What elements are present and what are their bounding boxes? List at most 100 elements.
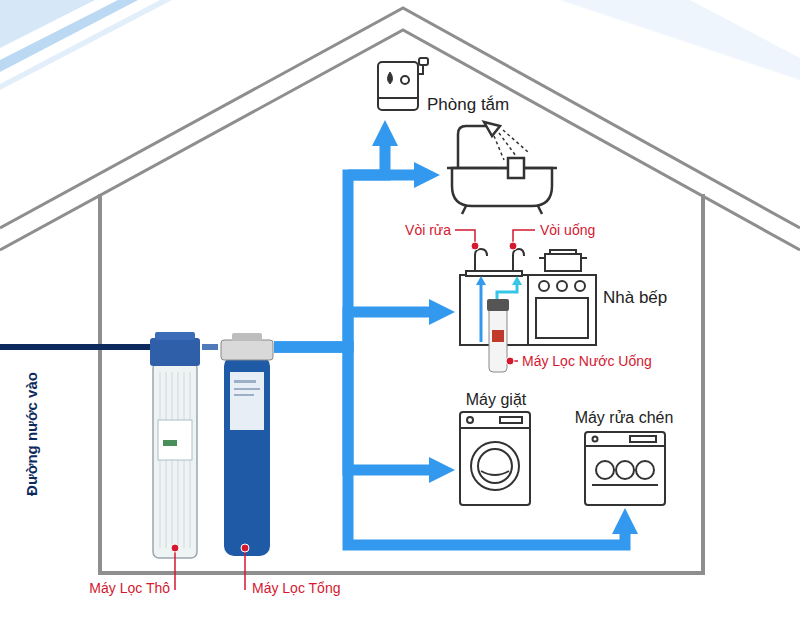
kitchen-counter: [550, 250, 576, 254]
whole-house-filter: [232, 333, 262, 341]
kitchen-counter: [513, 249, 524, 271]
washing-machine: [471, 442, 519, 490]
kitchen-counter: [539, 257, 545, 259]
water-pipe-arrow: [274, 347, 625, 545]
kitchen-pipe: [476, 276, 522, 342]
corner-stripes: [0, 0, 138, 72]
bathtub: [494, 130, 528, 160]
filter-unit: Máy Lọc Nước Uống: [482, 298, 680, 374]
washing-machine: [460, 412, 530, 505]
bathtub: [447, 122, 557, 214]
house-outline: [100, 194, 703, 573]
house-outline: [0, 8, 800, 228]
water-heater: [419, 58, 428, 65]
bath-branch-arrow: [414, 162, 440, 188]
sediment-filter: [150, 338, 200, 366]
sediment-filter: [153, 362, 197, 558]
filter-unit: Máy Lọc Thô: [148, 336, 202, 562]
node-label: Máy Lọc Thô: [89, 580, 170, 597]
dishwasher: [585, 445, 665, 447]
dishwasher: [593, 437, 598, 442]
leader-line: [244, 548, 246, 590]
leader-line: [174, 548, 176, 590]
callout-label: Vòi uống: [540, 222, 595, 239]
whole-house-filter: [234, 394, 254, 396]
bathtub: [538, 206, 542, 214]
kitchen-pipe: [512, 276, 522, 285]
dishwasher: [636, 461, 654, 479]
water-heater: [378, 97, 418, 99]
appliance-box: Máy giặt: [455, 388, 537, 508]
bathtub: [494, 136, 504, 160]
node-label: Phòng tắm: [427, 95, 509, 115]
dishwasher: [585, 432, 665, 505]
kitchen-pipe: [480, 283, 483, 342]
callout-dot: [506, 357, 514, 365]
leader-line: [175, 230, 535, 590]
leader-line: [455, 230, 475, 243]
dishwasher: [630, 436, 656, 442]
whole-house-filter: [221, 340, 273, 360]
drinking-filter: [487, 299, 509, 311]
bathtub: [458, 126, 486, 168]
drinking-filter: [489, 302, 507, 372]
whole-house-filter: [234, 388, 260, 390]
washing-machine: [481, 471, 509, 475]
kitchen-counter: [581, 257, 587, 259]
filter-unit: Máy Lọc Tổng: [218, 336, 274, 562]
kitchen-counter: [460, 249, 596, 345]
leader-line: [513, 230, 535, 243]
room-box: Nhà bếpMáy Lọc Nước Uống: [455, 262, 695, 378]
whole-house-filter: [221, 333, 273, 556]
callout-dot: [471, 242, 479, 250]
washing-machine: [500, 417, 522, 423]
whole-house-filter: [224, 356, 270, 556]
sediment-filter: [150, 332, 200, 558]
kitchen-counter: [575, 281, 585, 291]
kitchen-counter: [475, 249, 487, 271]
house-outline: [0, 30, 800, 250]
sediment-filter: [163, 440, 177, 446]
bathtub: [499, 133, 516, 156]
kitchen-pipe: [476, 276, 486, 285]
washing-machine: [460, 412, 530, 505]
kitchen-counter: [466, 271, 522, 276]
node-label: Nhà bếp: [603, 288, 667, 308]
callout-dot: [171, 544, 179, 552]
washing-machine: [467, 417, 473, 423]
corner-stripes: [0, 0, 172, 90]
node-label: Máy Lọc Tổng: [252, 580, 340, 597]
callout-label: Vòi rửa: [405, 222, 451, 239]
corner-stripes: [560, 0, 800, 80]
callout-dot: [509, 242, 517, 250]
washing-machine: [460, 427, 530, 429]
bathtub: [462, 206, 466, 214]
bathtub: [508, 158, 524, 178]
kitchen-counter: [557, 281, 567, 291]
inlet-pipe: [0, 344, 153, 350]
dishwasher: [616, 461, 634, 479]
node-label: Máy giặt: [466, 390, 526, 409]
water-pipe-arrow: [202, 344, 218, 350]
bathtub: [447, 167, 557, 170]
room-box: Phòng tắm: [372, 55, 562, 120]
bathtub: [503, 130, 528, 152]
node-label: Máy rửa chén: [575, 408, 674, 427]
appliance-box: Máy rửa chén: [568, 406, 680, 508]
sediment-filter: [155, 332, 195, 340]
dishwasher: [585, 432, 665, 505]
water-heater: [378, 58, 428, 110]
kitchen-counter: [545, 254, 581, 271]
bathtub: [484, 122, 500, 136]
axis-title: Đường nước vào: [23, 372, 41, 496]
kitchen-counter: [527, 275, 529, 345]
dishwasher: [592, 484, 658, 486]
dishwasher: [596, 461, 614, 479]
callout-dot: [241, 544, 249, 552]
bathtub: [452, 168, 552, 206]
node-label: Máy Lọc Nước Uống: [522, 353, 652, 370]
kitchen-counter: [460, 275, 596, 345]
sediment-filter: [158, 420, 192, 460]
